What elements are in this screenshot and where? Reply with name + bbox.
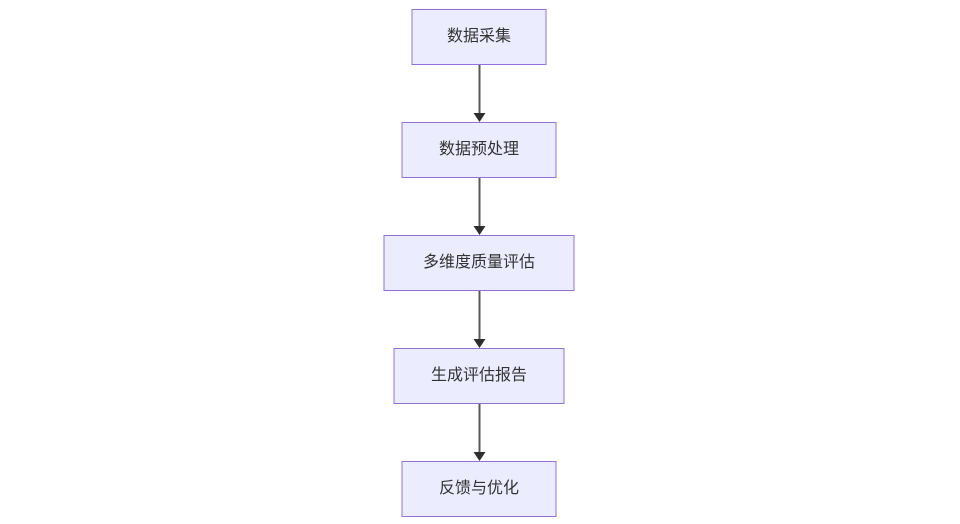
- arrow-head-icon: [473, 226, 485, 235]
- node-label: 数据预处理: [438, 141, 519, 158]
- edge-arrow-2: [473, 178, 485, 235]
- edge-arrow-1: [473, 65, 485, 122]
- node-label: 多维度质量评估: [422, 254, 535, 271]
- edge-arrow-4: [473, 404, 485, 461]
- arrow-head-icon: [473, 339, 485, 348]
- node-feedback-optimization: 反馈与优化: [401, 461, 557, 517]
- arrow-line: [478, 404, 480, 453]
- node-data-collection: 数据采集: [411, 9, 547, 65]
- arrow-head-icon: [473, 113, 485, 122]
- node-data-preprocessing: 数据预处理: [401, 122, 557, 178]
- arrow-head-icon: [473, 452, 485, 461]
- node-label: 生成评估报告: [430, 367, 527, 384]
- node-label: 数据采集: [446, 28, 511, 45]
- flowchart-column: 数据采集 数据预处理 多维度质量评估 生成评估报告 反馈与优化: [383, 9, 575, 517]
- arrow-line: [478, 291, 480, 340]
- arrow-line: [478, 65, 480, 114]
- edge-arrow-3: [473, 291, 485, 348]
- node-quality-assessment: 多维度质量评估: [383, 235, 575, 291]
- arrow-line: [478, 178, 480, 227]
- node-label: 反馈与优化: [438, 480, 519, 497]
- node-report-generation: 生成评估报告: [393, 348, 565, 404]
